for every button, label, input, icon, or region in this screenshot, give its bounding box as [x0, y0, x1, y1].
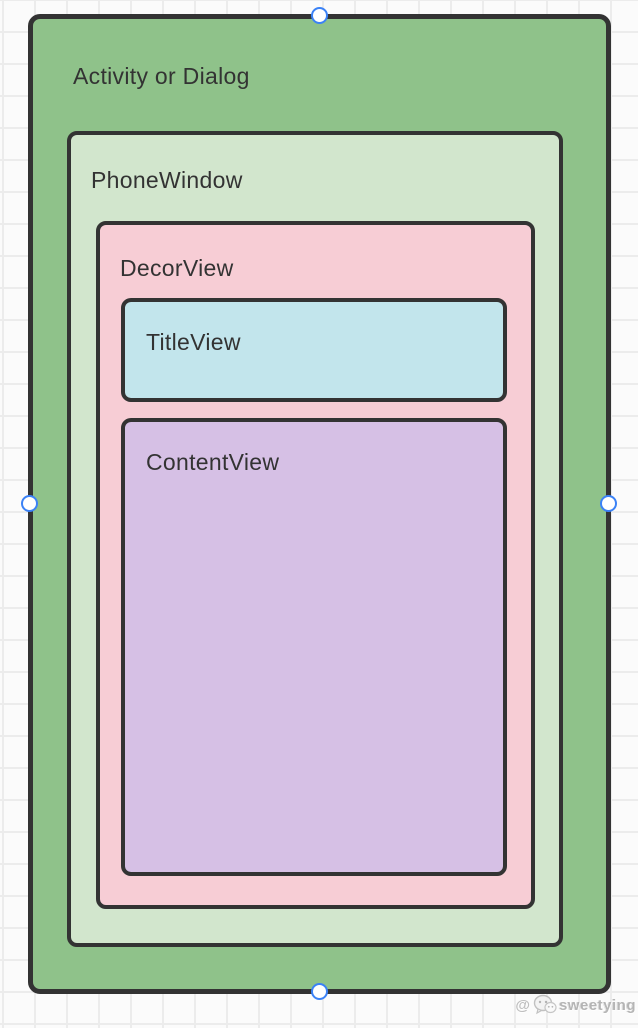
- wechat-icon: [533, 994, 557, 1016]
- box-phonewindow[interactable]: PhoneWindow DecorView TitleView ContentV…: [67, 131, 563, 947]
- box-contentview[interactable]: ContentView: [121, 418, 507, 876]
- box-titleview[interactable]: TitleView: [121, 298, 507, 402]
- watermark-prefix: @: [515, 996, 530, 1014]
- resize-handle-top[interactable]: [311, 7, 328, 24]
- resize-handle-left[interactable]: [21, 495, 38, 512]
- watermark: @ sweetying: [515, 994, 636, 1016]
- resize-handle-bottom[interactable]: [311, 983, 328, 1000]
- box-decorview[interactable]: DecorView TitleView ContentView: [96, 221, 535, 909]
- box-activity-or-dialog-label: Activity or Dialog: [73, 63, 250, 89]
- box-phonewindow-label: PhoneWindow: [91, 167, 243, 193]
- box-activity-or-dialog[interactable]: Activity or Dialog PhoneWindow DecorView…: [28, 14, 611, 994]
- resize-handle-right[interactable]: [600, 495, 617, 512]
- box-decorview-label: DecorView: [120, 255, 234, 281]
- box-titleview-label: TitleView: [146, 329, 241, 355]
- watermark-name: sweetying: [558, 996, 636, 1014]
- box-contentview-label: ContentView: [146, 449, 280, 475]
